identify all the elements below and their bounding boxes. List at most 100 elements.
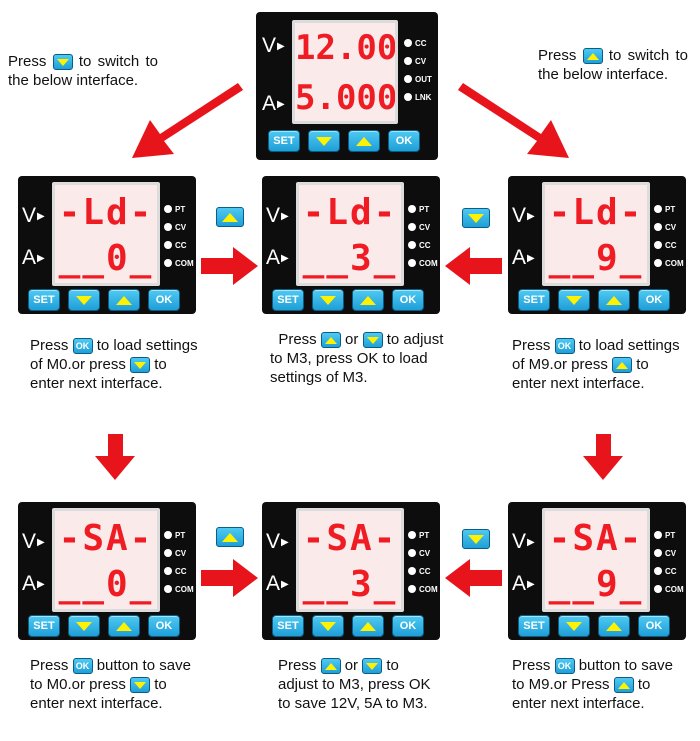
led-com: COM: [654, 580, 684, 598]
down-button[interactable]: [312, 615, 344, 637]
down-key-icon: [362, 658, 383, 675]
led-cc: CC: [164, 236, 194, 254]
button-row: SET OK: [268, 130, 420, 152]
up-button[interactable]: [598, 289, 630, 311]
up-arrow-icon: [606, 295, 622, 305]
ok-button[interactable]: OK: [388, 130, 420, 152]
led-out: OUT: [404, 70, 432, 88]
top-display-screen: 12.00 5.000: [292, 20, 398, 124]
set-button[interactable]: SET: [28, 615, 60, 637]
led-pt: PT: [408, 526, 438, 544]
up-arrow-icon: [360, 295, 376, 305]
instruction-top-right: Press to switch to the below interface.: [538, 47, 689, 83]
instruction-load-right: Press OK to load settings of M9.or press…: [512, 337, 680, 392]
arrow-top-left: [132, 83, 246, 158]
up-button[interactable]: [352, 615, 384, 637]
current-label: A▶: [262, 92, 285, 115]
led-com: COM: [408, 254, 438, 272]
ok-key-icon: OK: [72, 338, 93, 355]
up-arrow-icon: [606, 621, 622, 631]
ok-key-icon: OK: [554, 338, 575, 355]
set-button[interactable]: SET: [518, 289, 550, 311]
led-com: COM: [164, 254, 194, 272]
led-cc: CC: [408, 562, 438, 580]
down-button[interactable]: [308, 130, 340, 152]
status-leds: CC CV OUT LNK: [404, 34, 432, 106]
display-line-2: __0_: [58, 564, 154, 605]
led-cc: CC: [164, 562, 194, 580]
up-arrow-icon: [356, 136, 372, 146]
up-key-icon: [320, 658, 341, 675]
led-cv: CV: [654, 218, 684, 236]
led-cv: CV: [164, 218, 194, 236]
up-button[interactable]: [108, 289, 140, 311]
down-button[interactable]: [68, 615, 100, 637]
display-line-1: -Ld-: [302, 192, 398, 233]
display-screen: -SA-__9_: [542, 508, 650, 612]
led-com: COM: [408, 580, 438, 598]
down-button[interactable]: [68, 289, 100, 311]
set-button[interactable]: SET: [518, 615, 550, 637]
button-row: SET OK: [518, 289, 670, 311]
set-button[interactable]: SET: [272, 615, 304, 637]
led-cv: CV: [404, 52, 432, 70]
arrow-load-left-to-mid: [201, 247, 258, 285]
ok-button[interactable]: OK: [392, 615, 424, 637]
instruction-load-mid: Press or to adjust to M3, press OK to lo…: [270, 331, 444, 386]
down-button[interactable]: [558, 615, 590, 637]
down-key-icon: [130, 357, 151, 374]
up-key-icon: [320, 332, 341, 349]
ok-button[interactable]: OK: [148, 289, 180, 311]
button-row: SET OK: [272, 615, 424, 637]
arrow-top-right: [455, 83, 569, 158]
display-line-2: __9_: [548, 238, 644, 279]
ok-button[interactable]: OK: [392, 289, 424, 311]
up-button[interactable]: [352, 289, 384, 311]
ok-button[interactable]: OK: [148, 615, 180, 637]
up-button[interactable]: [108, 615, 140, 637]
down-key-icon: [52, 54, 73, 71]
led-cc: CC: [654, 236, 684, 254]
down-button[interactable]: [558, 289, 590, 311]
up-button[interactable]: [598, 615, 630, 637]
led-cc: CC: [404, 34, 432, 52]
set-button[interactable]: SET: [272, 289, 304, 311]
led-lnk: LNK: [404, 88, 432, 106]
up-key-icon: [216, 207, 244, 227]
set-button[interactable]: SET: [28, 289, 60, 311]
down-arrow-icon: [76, 621, 92, 631]
up-key-icon: [582, 48, 603, 65]
current-label: A▶: [266, 572, 289, 595]
down-arrow-icon: [320, 621, 336, 631]
instruction-load-left: Press OK to load settings of M0.or press…: [30, 337, 198, 392]
voltage-label: V▶: [512, 530, 535, 553]
current-label: A▶: [512, 246, 535, 269]
led-cv: CV: [654, 544, 684, 562]
ok-key-icon: OK: [72, 658, 93, 675]
up-button[interactable]: [348, 130, 380, 152]
led-cc: CC: [654, 562, 684, 580]
set-button[interactable]: SET: [268, 130, 300, 152]
down-key-icon: [462, 208, 490, 228]
led-pt: PT: [164, 200, 194, 218]
display-line-1: -SA-: [548, 518, 644, 559]
arrow-load-right-to-mid: [445, 247, 502, 285]
current-label: A▶: [266, 246, 289, 269]
button-row: SET OK: [272, 289, 424, 311]
down-arrow-icon: [320, 295, 336, 305]
ok-button[interactable]: OK: [638, 289, 670, 311]
button-row: SET OK: [518, 615, 670, 637]
voltage-readout: 12.00: [295, 28, 398, 68]
down-button[interactable]: [312, 289, 344, 311]
display-screen: -Ld-__0_: [52, 182, 160, 286]
led-cv: CV: [408, 218, 438, 236]
ok-button[interactable]: OK: [638, 615, 670, 637]
current-label: A▶: [22, 246, 45, 269]
